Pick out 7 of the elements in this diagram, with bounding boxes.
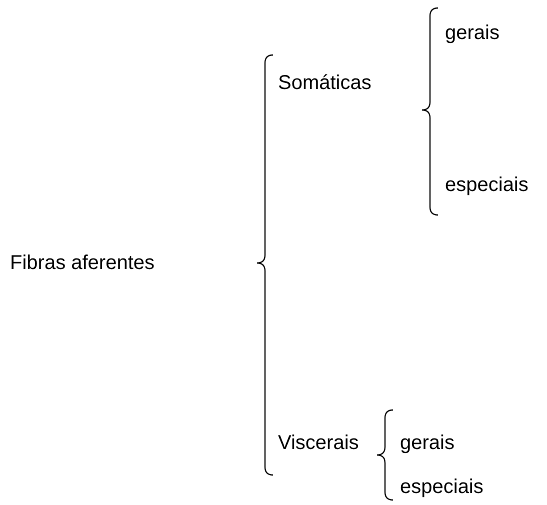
label-text: Somáticas (278, 71, 372, 95)
label-text: gerais (445, 21, 500, 45)
label-text: Fibras aferentes (10, 251, 155, 275)
label-text: gerais (400, 431, 454, 455)
label-text: especiais (445, 173, 528, 197)
label-text: Viscerais (278, 431, 359, 455)
label-text: especiais (400, 475, 484, 499)
